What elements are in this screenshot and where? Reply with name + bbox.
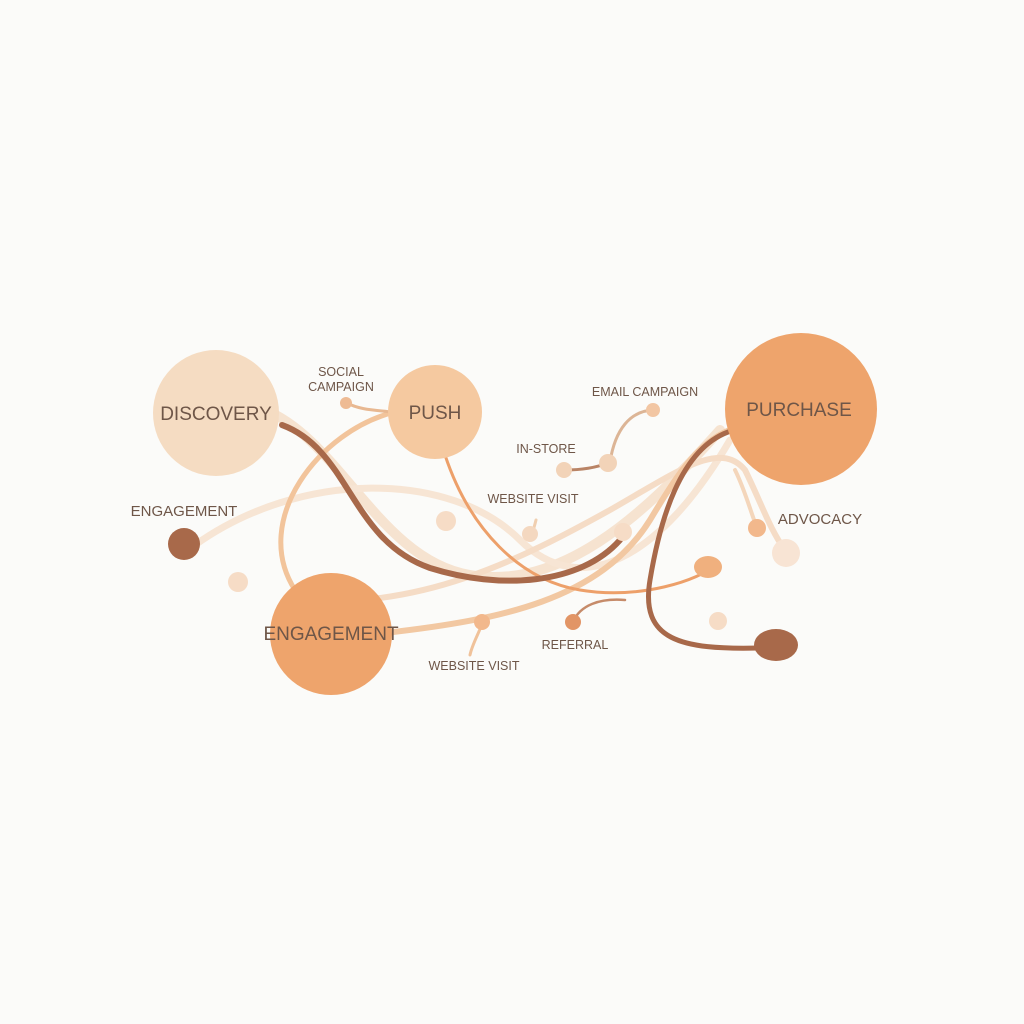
label-social-campaign-1: SOCIAL <box>318 365 364 379</box>
labels: DISCOVERY PUSH ENGAGEMENT PURCHASE ENGAG… <box>131 365 862 673</box>
stage-nodes <box>153 333 877 695</box>
node-push[interactable] <box>388 365 482 459</box>
dot-referral[interactable] <box>565 614 581 630</box>
dot-instore-b[interactable] <box>599 454 617 472</box>
path-tan-referral <box>571 598 627 624</box>
path-dark-discovery-purchase <box>279 422 623 584</box>
journey-paths <box>191 401 788 657</box>
node-label-purchase: PURCHASE <box>746 400 852 421</box>
path-tan-social <box>345 401 394 414</box>
path-orange-push <box>443 453 717 595</box>
dot-pale-mid[interactable] <box>614 523 632 541</box>
label-engagement-side: ENGAGEMENT <box>131 503 238 520</box>
dot-pale-right[interactable] <box>709 612 727 630</box>
dot-pale-center[interactable] <box>436 511 456 531</box>
dot-instore-a[interactable] <box>556 462 572 478</box>
label-referral: REFERRAL <box>542 638 609 652</box>
dot-orange-right[interactable] <box>694 556 722 578</box>
touchpoint-dots <box>168 397 800 661</box>
dot-engagement-side[interactable] <box>168 528 200 560</box>
node-engagement-main[interactable] <box>270 573 392 695</box>
dot-website-upper[interactable] <box>522 526 538 542</box>
node-label-discovery: DISCOVERY <box>160 404 272 425</box>
node-purchase[interactable] <box>725 333 877 485</box>
label-website-visit-lower: WEBSITE VISIT <box>429 659 520 673</box>
label-email-campaign: EMAIL CAMPAIGN <box>592 385 698 399</box>
path-tan-email <box>608 408 657 464</box>
label-in-store: IN-STORE <box>516 442 576 456</box>
label-advocacy: ADVOCACY <box>778 511 862 528</box>
path-pale-3 <box>297 454 788 605</box>
node-label-push: PUSH <box>409 403 462 424</box>
path-peach-push-engagement <box>278 409 398 593</box>
node-label-engagement-main: ENGAGEMENT <box>263 624 399 645</box>
label-social-campaign-2: CAMPAIGN <box>308 380 374 394</box>
dot-dark-end[interactable] <box>754 629 798 661</box>
dot-pale-left[interactable] <box>228 572 248 592</box>
dot-advocacy-a[interactable] <box>748 519 766 537</box>
dot-website-lower[interactable] <box>474 614 490 630</box>
label-website-visit-upper: WEBSITE VISIT <box>488 492 579 506</box>
dot-email-campaign[interactable] <box>646 403 660 417</box>
node-discovery[interactable] <box>153 350 279 476</box>
path-dark-purchase-loop <box>646 429 763 651</box>
dot-social-campaign[interactable] <box>340 397 352 409</box>
dot-advocacy-b[interactable] <box>772 539 800 567</box>
